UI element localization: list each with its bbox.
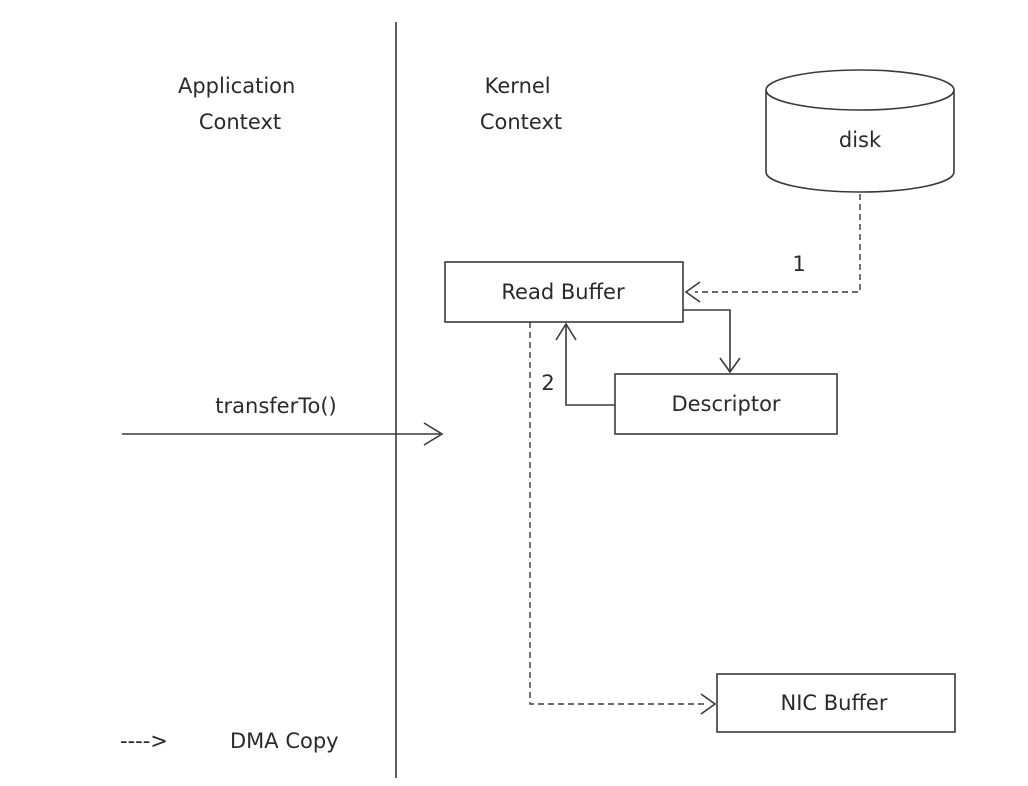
disk-cylinder: disk [765,69,955,193]
disk-label: disk [839,128,882,152]
read-buffer-box: Read Buffer [444,261,684,323]
read-buffer-to-descriptor-arrow [683,309,741,374]
application-context-label: Application Context [178,74,302,134]
disk-to-read-buffer-dma-arrow [684,194,861,303]
nic-buffer-box: NIC Buffer [716,673,956,733]
read-buffer-label: Read Buffer [501,280,625,304]
descriptor-box: Descriptor [614,373,838,435]
step-1-label: 1 [792,252,805,276]
legend-dma-symbol: ----> [120,729,168,753]
read-buffer-to-nic-dma-arrow [529,322,717,715]
step-2-label: 2 [541,371,554,395]
descriptor-to-read-buffer-arrow [555,322,615,406]
transfer-to-label: transferTo() [215,394,336,418]
transfer-to-call-arrow [122,422,444,446]
kernel-context-label: Kernel Context [480,74,562,134]
legend: ----> DMA Copy [120,729,339,753]
descriptor-label: Descriptor [671,392,780,416]
legend-dma-label: DMA Copy [230,729,339,753]
nic-buffer-label: NIC Buffer [781,691,888,715]
